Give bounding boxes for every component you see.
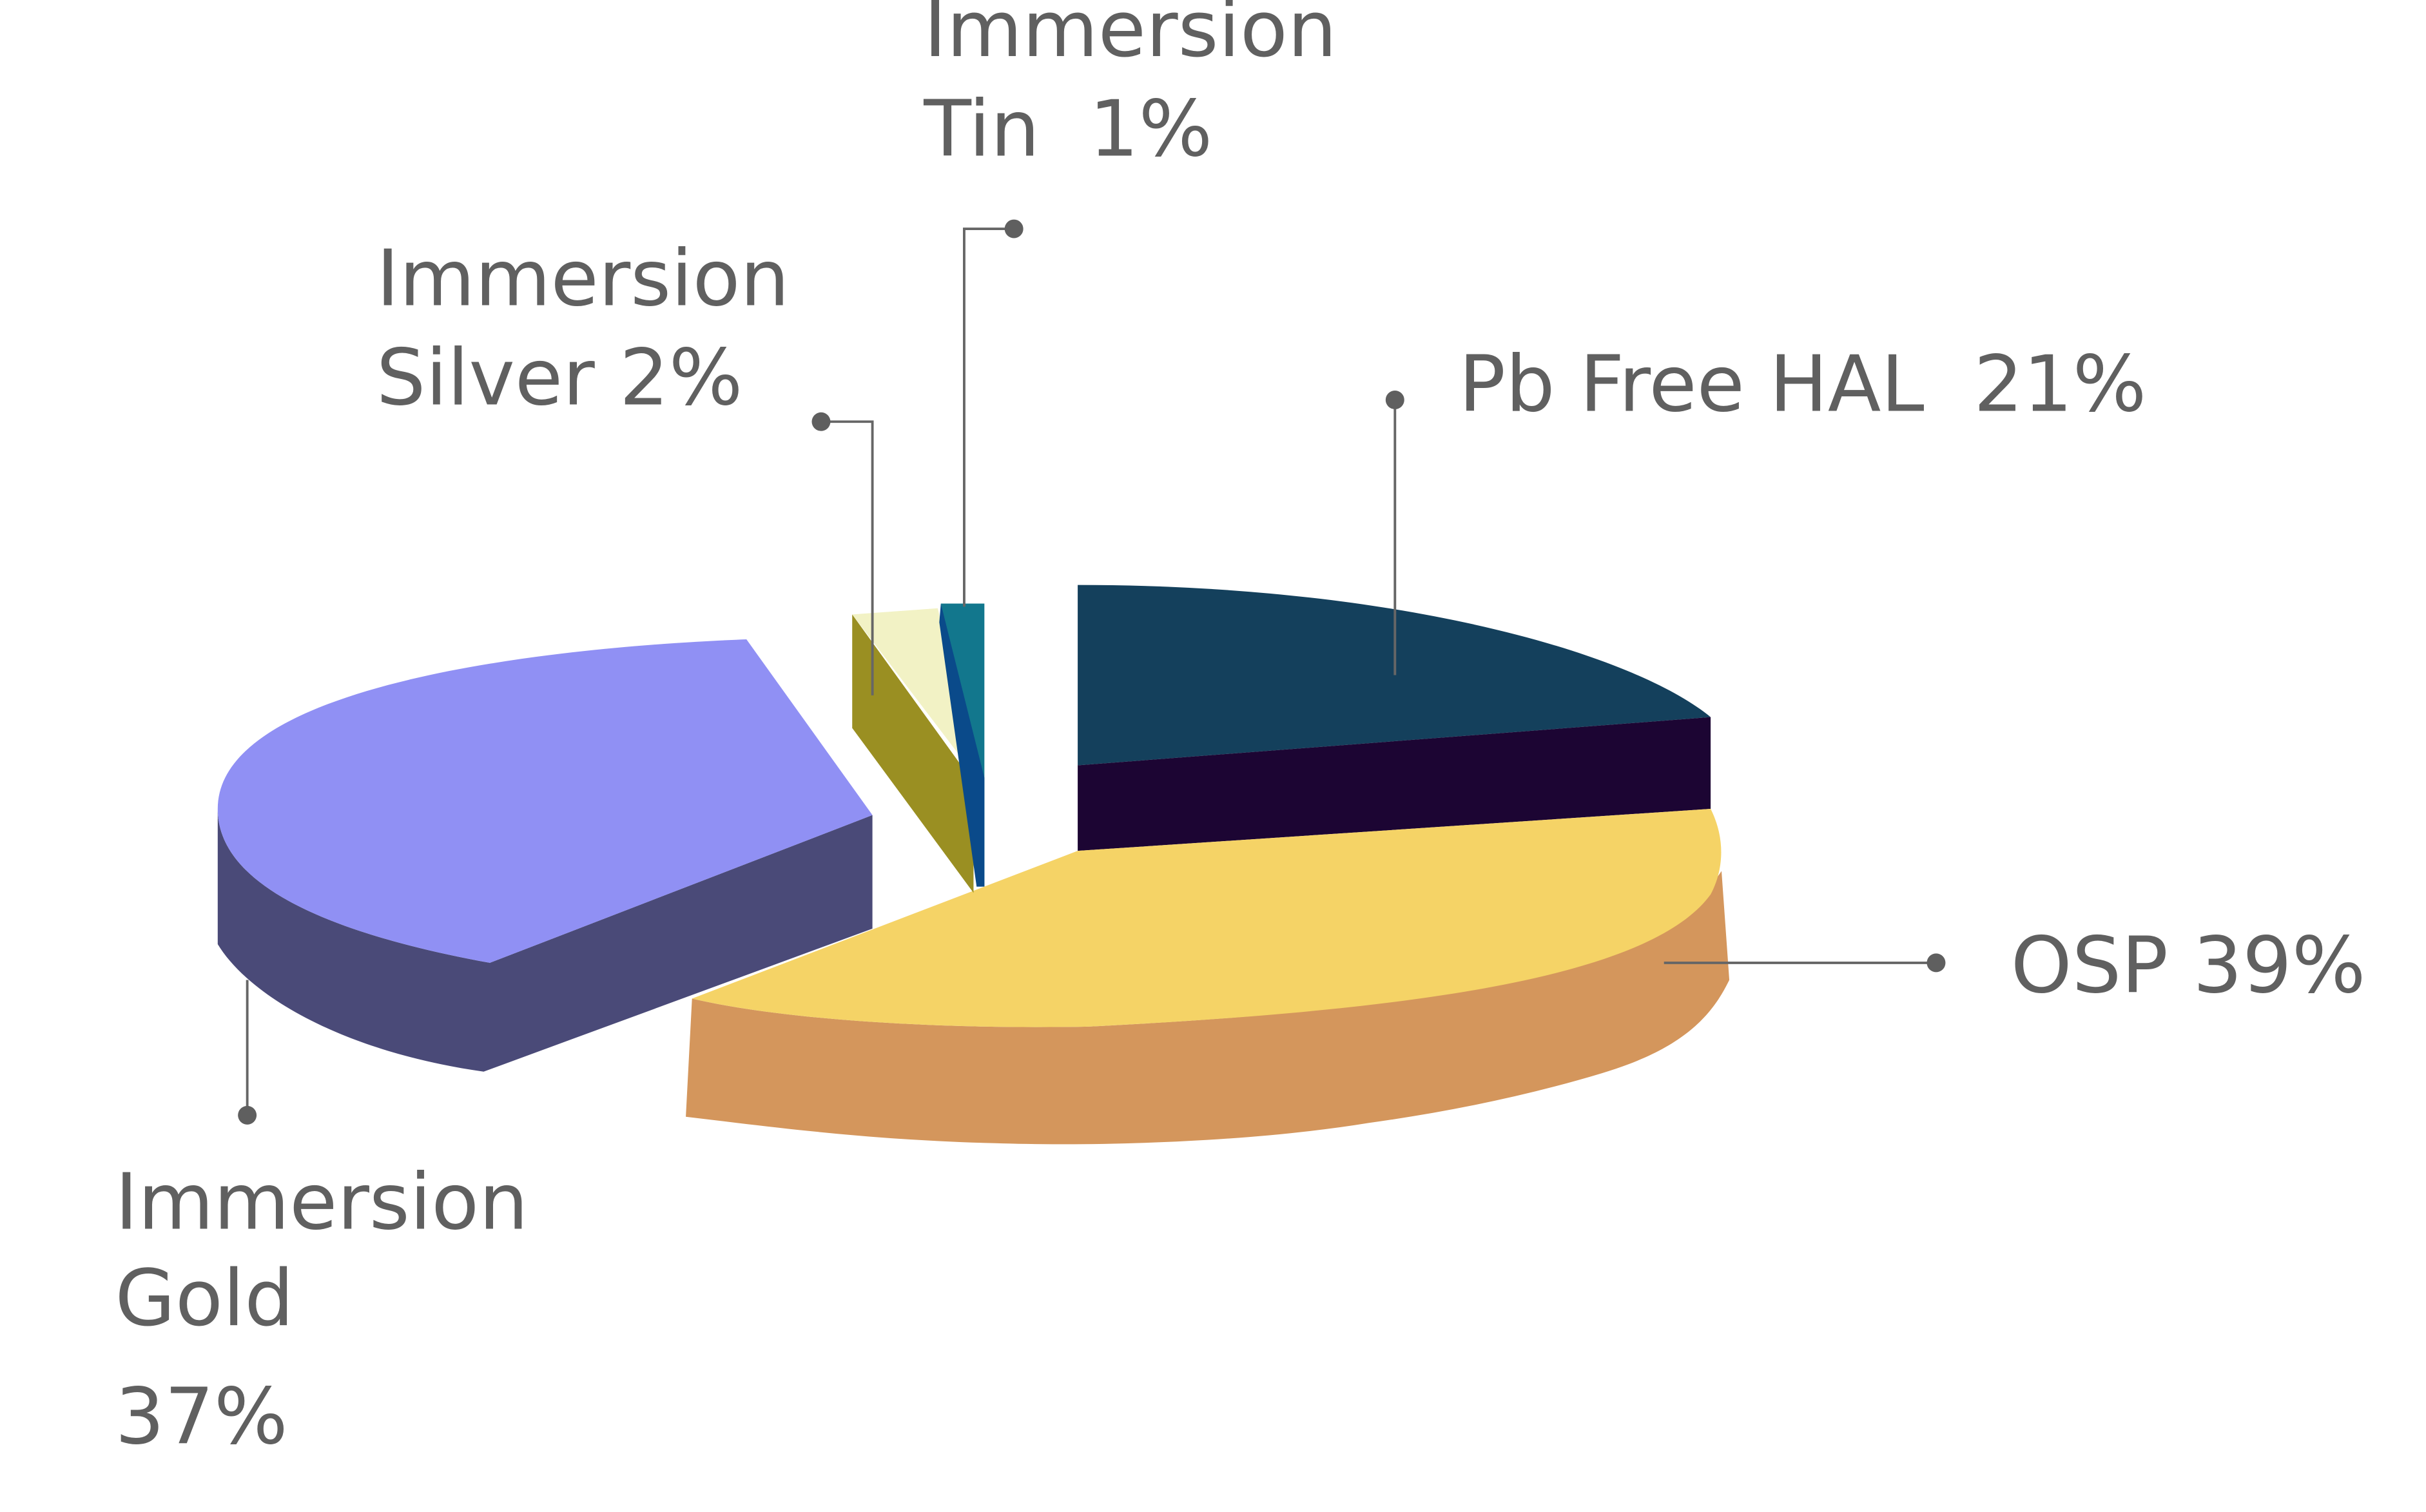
- slice-immersion-tin-side: [939, 603, 985, 887]
- slice-immersion-silver-side: [852, 614, 974, 893]
- label-tin-line1: Immersion: [924, 0, 1337, 75]
- label-tin-line2: Tin 1%: [923, 84, 1212, 175]
- label-silver-line1: Immersion: [376, 233, 790, 324]
- label-gold-line1: Immersion: [115, 1157, 529, 1247]
- slice-immersion-gold-side: [217, 809, 873, 1072]
- leader-dot-osp: [1926, 953, 1946, 973]
- label-gold-line2: Gold: [115, 1254, 294, 1344]
- label-silver-line2: Silver 2%: [376, 333, 743, 423]
- slice-immersion-tin-top: [940, 603, 985, 887]
- slice-osp-top: [692, 809, 1722, 1027]
- label-gold-line3: 37%: [115, 1371, 288, 1462]
- slice-pb-free-hal-side: [1078, 717, 1711, 851]
- label-osp: OSP 39%: [2011, 921, 2366, 1011]
- slice-immersion-gold-top: [217, 639, 873, 963]
- leader-dot-silver: [811, 412, 831, 431]
- leader-dot-pb-free-hal: [1385, 390, 1404, 409]
- slice-osp-side: [686, 871, 1730, 1145]
- leader-dot-gold: [238, 1105, 257, 1125]
- leader-dot-tin: [1004, 219, 1024, 238]
- leader-line-silver: [820, 420, 874, 695]
- leader-line-tin: [963, 228, 1014, 607]
- label-pb-free-hal: Pb Free HAL 21%: [1459, 339, 2146, 429]
